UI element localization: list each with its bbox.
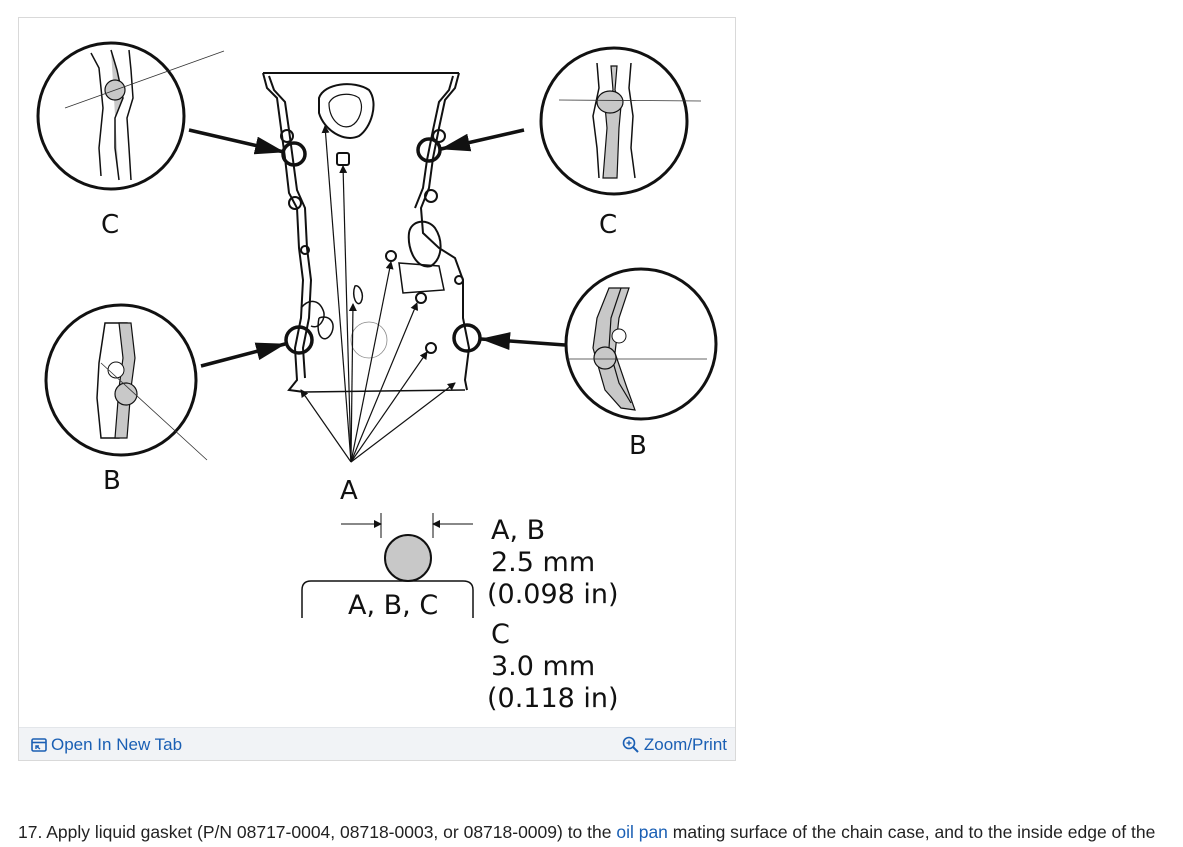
open-new-tab-link[interactable]: Open In New Tab [31, 735, 182, 755]
point-a-arrows [300, 125, 456, 463]
bead-size-diagram [301, 513, 474, 618]
label-c-top-left: C [101, 210, 119, 240]
instruction-prefix: 17. Apply liquid gasket (P/N 08717-0004,… [18, 822, 617, 842]
spec-line-5: 3.0 mm [491, 651, 595, 682]
open-new-tab-label: Open In New Tab [51, 735, 183, 754]
chain-case-diagram: C C B B A A, B, C A, B 2.5 mm (0.098 in)… [36, 41, 718, 714]
oil-pan-link[interactable]: oil pan [616, 822, 668, 842]
open-new-tab-icon [31, 738, 47, 752]
figure-footer: Open In New Tab Zoom/Print [19, 727, 735, 760]
label-c-top-right: C [599, 210, 617, 240]
spec-line-6: (0.118 in) [487, 683, 619, 714]
chain-case-outline [262, 72, 471, 393]
callout-arrows [188, 128, 566, 368]
magnified-top-right [539, 46, 702, 196]
zoom-print-label: Zoom/Print [643, 735, 727, 754]
label-a-center: A [340, 476, 358, 506]
instruction-suffix: mating surface of the chain case, and to… [667, 822, 1156, 842]
spec-line-1: A, B [491, 515, 545, 546]
bead-label: A, B, C [348, 590, 438, 621]
label-b-bottom-left: B [103, 466, 121, 496]
detail-rings [281, 137, 482, 355]
spec-line-2: 2.5 mm [491, 547, 595, 578]
figure-card: C C B B A A, B, C A, B 2.5 mm (0.098 in)… [18, 17, 736, 761]
magnified-bottom-left [44, 303, 208, 461]
zoom-in-icon [622, 736, 639, 753]
magnified-top-left [36, 41, 225, 191]
zoom-print-link[interactable]: Zoom/Print [622, 735, 727, 755]
instruction-step: 17. Apply liquid gasket (P/N 08717-0004,… [18, 822, 1178, 843]
magnified-bottom-right [564, 267, 718, 421]
spec-line-4: C [491, 619, 510, 650]
spec-line-3: (0.098 in) [487, 579, 619, 610]
label-b-bottom-right: B [629, 431, 647, 461]
